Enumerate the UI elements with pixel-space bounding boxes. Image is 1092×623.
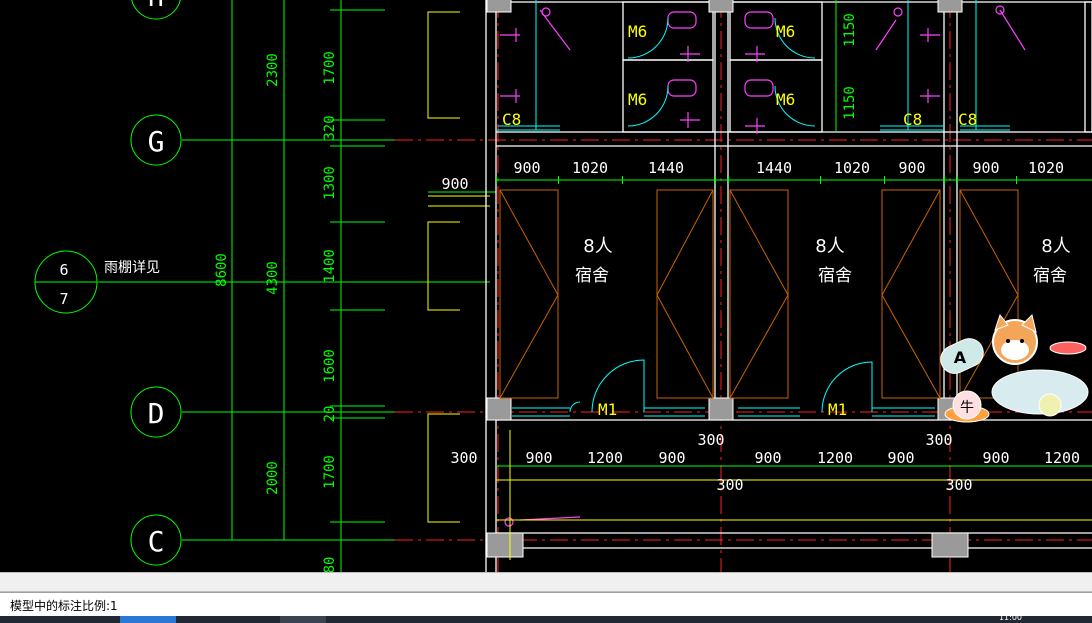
room-capacity: 8人 — [815, 236, 844, 257]
entrance-doors — [512, 359, 935, 417]
svg-text:300: 300 — [925, 431, 952, 449]
axis-bubble-h[interactable]: H — [131, 0, 181, 20]
room-type: 宿舍 — [575, 266, 609, 286]
axis-label-g: G — [148, 125, 165, 158]
bath-dimensions: 1150 1150 — [835, 0, 858, 132]
vertical-dimensions: 8600 2300 4300 2000 1700 320 1300 1400 1… — [214, 51, 338, 572]
room-labels: 8人 宿舍 8人 宿舍 8人 宿舍 — [575, 236, 1071, 286]
detail-callout[interactable]: 6 7 雨棚详见 — [34, 250, 160, 314]
window-label-c8: C8 — [903, 110, 922, 129]
bottom-dimensions: 300 900 1200 900 900 1200 900 900 1200 3… — [450, 430, 1092, 560]
svg-text:900: 900 — [441, 175, 468, 193]
svg-text:4300: 4300 — [265, 261, 281, 295]
axis-bubble-c[interactable]: C — [130, 514, 182, 566]
axis-leaders — [98, 0, 490, 572]
sticker-badge-a: A — [954, 348, 967, 367]
svg-text:2000: 2000 — [265, 461, 281, 495]
window-label-c8: C8 — [958, 110, 977, 129]
svg-text:900: 900 — [887, 449, 914, 467]
svg-text:80: 80 — [322, 557, 338, 572]
svg-text:900: 900 — [525, 449, 552, 467]
svg-text:1400: 1400 — [322, 249, 338, 283]
room-type: 宿舍 — [818, 266, 852, 286]
svg-text:1700: 1700 — [322, 455, 338, 489]
door-label-m6: M6 — [628, 22, 647, 41]
svg-text:1200: 1200 — [1044, 449, 1080, 467]
taskbar-active-item[interactable] — [120, 616, 176, 623]
taskbar-item[interactable] — [280, 616, 326, 623]
svg-text:2300: 2300 — [265, 53, 281, 87]
svg-text:20: 20 — [322, 406, 338, 423]
left-dimension: 900 — [428, 175, 496, 193]
door-labels: M1 M1 — [598, 400, 847, 419]
svg-text:1020: 1020 — [1028, 159, 1064, 177]
svg-text:1150: 1150 — [842, 86, 858, 120]
door-label-m6: M6 — [776, 90, 795, 109]
horizontal-scrollbar[interactable] — [0, 572, 1092, 592]
door-label-m1: M1 — [828, 400, 847, 419]
taskbar[interactable]: 11:00 — [0, 613, 1092, 623]
callout-bottom: 7 — [59, 290, 68, 308]
svg-text:1150: 1150 — [842, 13, 858, 47]
room-capacity: 8人 — [1041, 236, 1070, 257]
sanitary-fixtures — [500, 5, 1026, 527]
sticker-badge-b: 牛 — [960, 400, 974, 416]
room-dims-top: 900 1020 1440 1440 1020 900 900 1020 — [496, 159, 1092, 184]
svg-text:8600: 8600 — [214, 253, 230, 287]
room-type: 宿舍 — [1033, 266, 1067, 286]
cat-sticker: A 牛 — [940, 313, 1089, 423]
drawing-canvas[interactable]: H G D C 6 7 雨棚详见 8600 2300 4300 2000 170… — [0, 0, 1092, 572]
walls — [485, 0, 1092, 572]
window-label-c8: C8 — [502, 110, 521, 129]
svg-text:1600: 1600 — [322, 349, 338, 383]
svg-text:1200: 1200 — [817, 449, 853, 467]
svg-text:1020: 1020 — [834, 159, 870, 177]
svg-text:900: 900 — [898, 159, 925, 177]
taskbar-clock: 11:00 — [998, 613, 1022, 622]
svg-text:320: 320 — [322, 115, 338, 140]
svg-text:900: 900 — [982, 449, 1009, 467]
status-bar: 模型中的标注比例:1 — [0, 592, 1092, 616]
svg-text:900: 900 — [513, 159, 540, 177]
floor-plan-drawing[interactable]: H G D C 6 7 雨棚详见 8600 2300 4300 2000 170… — [0, 0, 1092, 572]
room-capacity: 8人 — [583, 236, 612, 257]
axis-bubble-d[interactable]: D — [130, 386, 182, 438]
svg-text:300: 300 — [450, 449, 477, 467]
structural-columns — [486, 0, 969, 558]
bath-door-swings — [496, 0, 1010, 131]
svg-text:1700: 1700 — [322, 51, 338, 85]
door-label-m6: M6 — [776, 22, 795, 41]
svg-text:300: 300 — [716, 476, 743, 494]
callout-top: 6 — [59, 261, 68, 279]
svg-text:1200: 1200 — [587, 449, 623, 467]
door-label-m6: M6 — [628, 90, 647, 109]
bath-labels: M6 M6 M6 M6 C8 C8 C8 — [502, 22, 977, 129]
svg-text:1020: 1020 — [572, 159, 608, 177]
svg-text:900: 900 — [754, 449, 781, 467]
svg-text:300: 300 — [697, 431, 724, 449]
canopy-outlines — [427, 11, 490, 523]
axis-label-c: C — [148, 525, 165, 558]
svg-text:900: 900 — [972, 159, 999, 177]
wardrobes — [499, 189, 1019, 399]
door-label-m1: M1 — [598, 400, 617, 419]
axis-label-d: D — [148, 397, 165, 430]
svg-text:900: 900 — [658, 449, 685, 467]
svg-text:1300: 1300 — [322, 166, 338, 200]
axis-bubble-g[interactable]: G — [130, 114, 182, 166]
svg-text:1440: 1440 — [648, 159, 684, 177]
status-text: 模型中的标注比例:1 — [10, 599, 118, 613]
svg-text:1440: 1440 — [756, 159, 792, 177]
axis-label-h: H — [148, 0, 164, 13]
callout-label: 雨棚详见 — [104, 260, 160, 276]
svg-text:300: 300 — [945, 476, 972, 494]
